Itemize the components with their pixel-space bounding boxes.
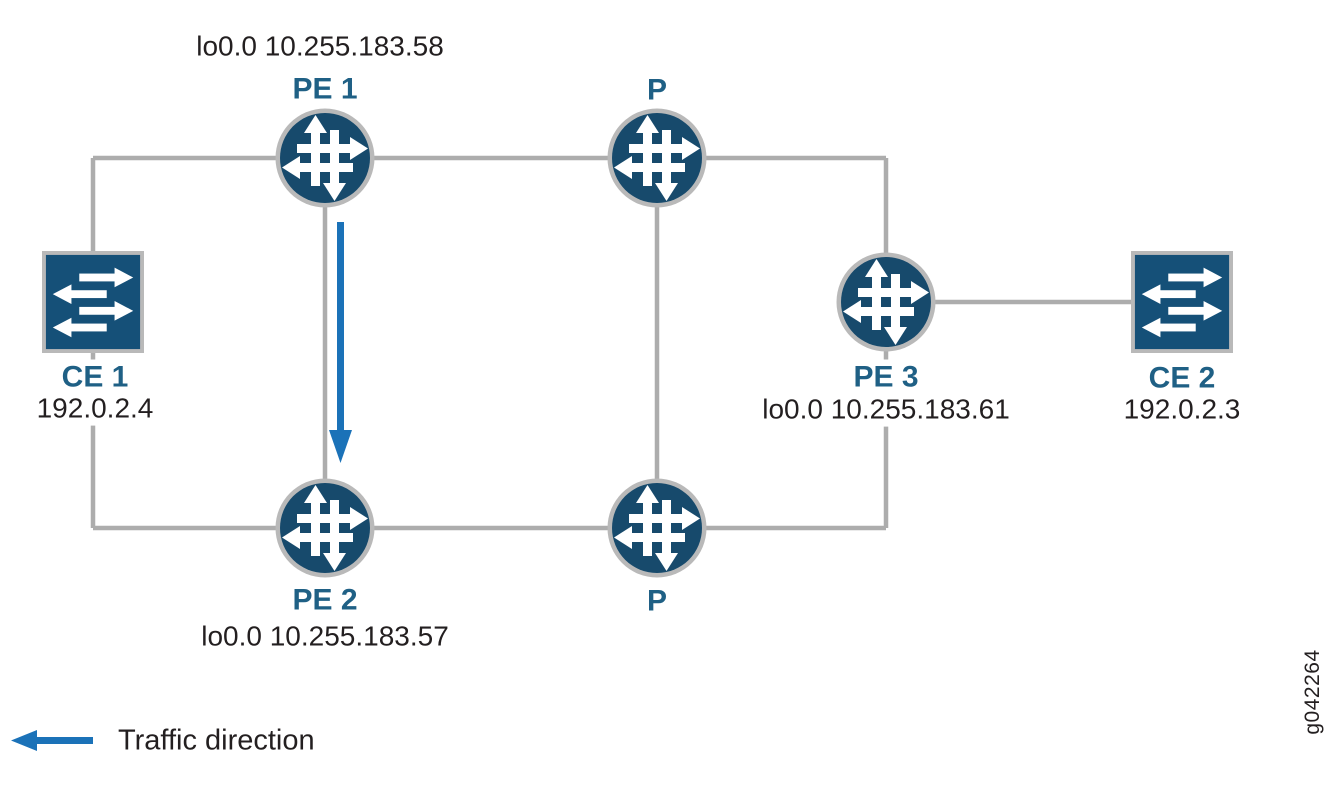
node-loopback-pe1: lo0.0 10.255.183.58 — [196, 30, 444, 62]
legend-arrow-icon — [11, 730, 93, 751]
link-lines — [90, 155, 1182, 531]
switch-icon-ce2 — [1131, 251, 1233, 353]
node-loopback-pe2: lo0.0 10.255.183.57 — [201, 620, 449, 652]
node-label-p-top: P — [646, 73, 668, 107]
node-ip-ce2: 192.0.2.3 — [1123, 393, 1241, 425]
node-label-ce1: CE 1 — [56, 359, 134, 395]
legend-label: Traffic direction — [118, 724, 315, 757]
router-icon-p-bottom — [607, 478, 707, 578]
router-icon-p-top — [607, 108, 707, 208]
node-label-pe3: PE 3 — [848, 359, 924, 395]
traffic-arrow — [329, 222, 352, 463]
switch-icon-ce1 — [42, 251, 144, 353]
router-icon-pe2 — [275, 478, 375, 578]
node-label-pe1: PE 1 — [292, 72, 358, 106]
node-loopback-pe3: lo0.0 10.255.183.61 — [757, 393, 1015, 427]
router-icon-pe3 — [836, 252, 936, 352]
node-label-pe2: PE 2 — [292, 583, 358, 617]
node-label-ce2: CE 2 — [1148, 361, 1216, 395]
node-ip-ce1: 192.0.2.4 — [31, 392, 159, 426]
node-label-p-bottom: P — [646, 584, 668, 618]
figure-id-watermark: g042264 — [1301, 649, 1324, 735]
router-icon-pe1 — [275, 108, 375, 208]
